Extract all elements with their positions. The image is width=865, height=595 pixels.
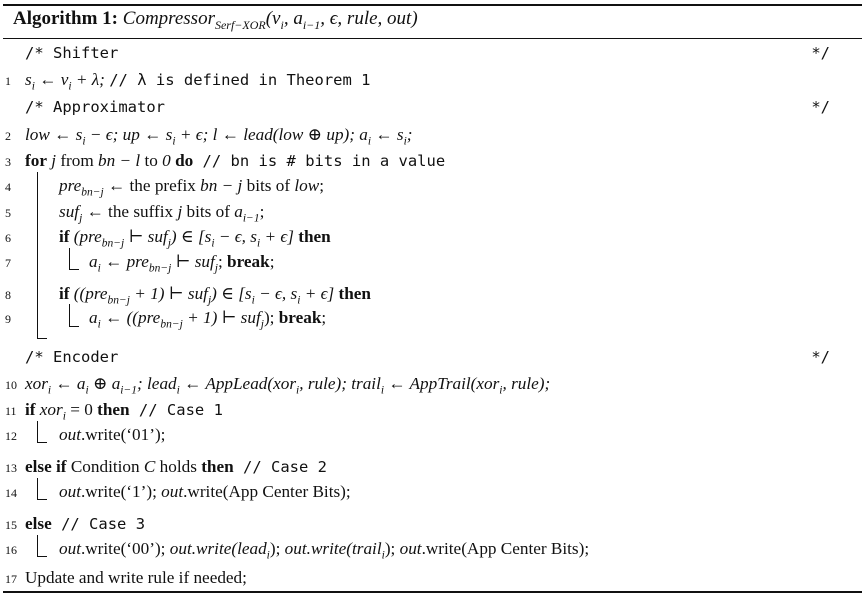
code-line-14: 14 out.write(‘1’); out.write(App Center …: [5, 482, 351, 501]
code-line-9: 9 ai ← ((prebn−j + 1) ⊢ sufj); break;: [5, 308, 327, 331]
then-block-foot-1: [69, 269, 79, 270]
caption-rule: [3, 38, 862, 39]
code-line-13: 13 else if Condition C holds then // Cas…: [5, 457, 328, 476]
case3-foot: [37, 556, 47, 557]
then-block-foot-2: [69, 326, 79, 327]
case3-bar: [37, 535, 38, 557]
code-line-7: 7 ai ← prebn−j ⊢ sufj; break;: [5, 252, 275, 275]
code-line-4: 4 prebn−j ← the prefix bn − j bits of lo…: [5, 176, 324, 199]
code-line-17: 17 Update and write rule if needed;: [5, 568, 247, 587]
algorithm-caption: Algorithm 1: CompressorSerf−XOR(vi, ai−1…: [13, 8, 418, 33]
then-block-bar-1: [69, 248, 70, 270]
then-block-bar-2: [69, 304, 70, 327]
comment-approximator: /* Approximator */: [25, 98, 830, 116]
code-line-2: 2 low ← si − ϵ; up ← si + ϵ; l ← lead(lo…: [5, 125, 413, 148]
function-args: (vi, ai−1, ϵ, rule, out): [265, 8, 418, 32]
code-line-15: 15 else // Case 3: [5, 514, 146, 533]
case1-foot: [37, 442, 47, 443]
code-line-5: 5 sufj ← the suffix j bits of ai−1;: [5, 202, 265, 225]
code-line-1: 1 si ← vi + λ; // λ is defined in Theore…: [5, 70, 371, 93]
for-block-bar: [37, 172, 38, 339]
code-line-10: 10 xori ← ai ⊕ ai−1; leadi ← AppLead(xor…: [5, 374, 551, 397]
code-line-3: 3 for j from bn − l to 0 do // bn is # b…: [5, 151, 446, 170]
case2-bar: [37, 478, 38, 500]
line-number: 1: [5, 74, 11, 88]
top-rule: [3, 4, 862, 6]
code-line-12: 12 out.write(‘01’);: [5, 425, 166, 444]
comment-shifter: /* Shifter */: [25, 44, 830, 62]
function-name: CompressorSerf−XOR: [122, 8, 266, 32]
bottom-rule: [3, 591, 862, 593]
caption-label: Algorithm 1:: [13, 8, 119, 29]
case1-bar: [37, 421, 38, 443]
comment-encoder: /* Encoder */: [25, 348, 830, 366]
for-block-foot: [37, 338, 47, 339]
case2-foot: [37, 499, 47, 500]
code-line-6: 6 if (prebn−j ⊢ sufj) ∈ [si − ϵ, si + ϵ]…: [5, 227, 331, 250]
algorithm-block: Algorithm 1: CompressorSerf−XOR(vi, ai−1…: [3, 4, 862, 593]
code-line-16: 16 out.write(‘00’); out.write(leadi); ou…: [5, 539, 590, 562]
code-line-8: 8 if ((prebn−j + 1) ⊢ sufj) ∈ [si − ϵ, s…: [5, 284, 371, 307]
code-line-11: 11 if xori = 0 then // Case 1: [5, 400, 223, 423]
